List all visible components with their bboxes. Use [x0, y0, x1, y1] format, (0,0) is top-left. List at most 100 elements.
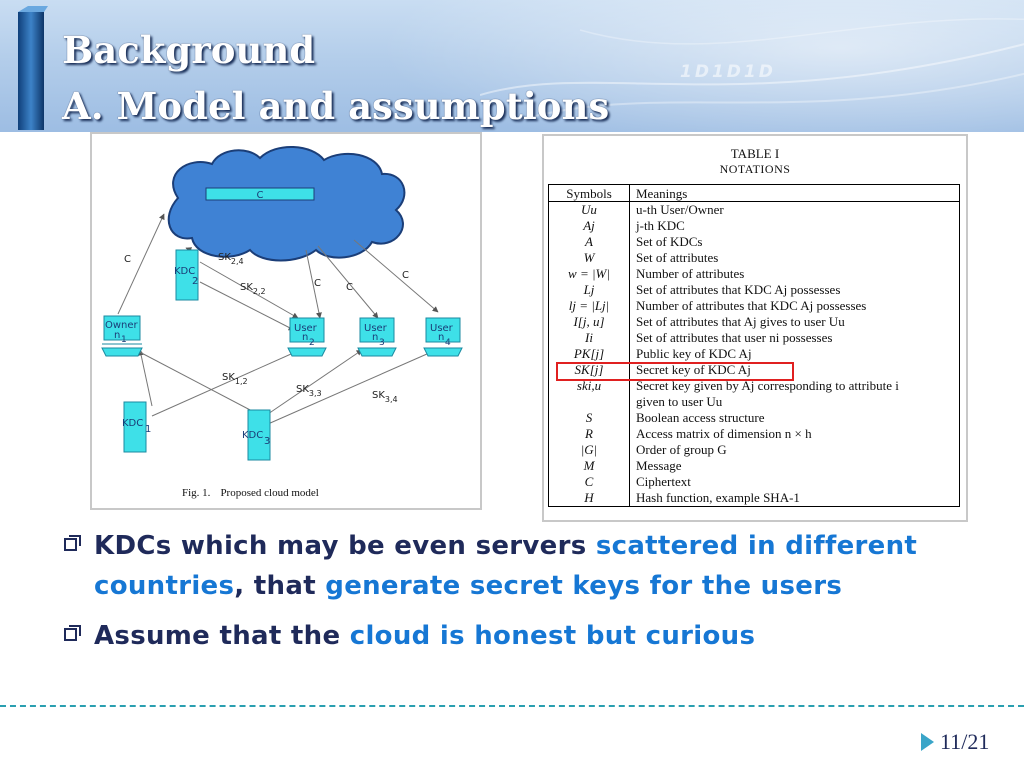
figure-arrows	[117, 213, 439, 425]
meaning-cell: Order of group G	[636, 442, 727, 457]
figure-caption: Fig. 1.Proposed cloud model	[182, 487, 319, 499]
kdc1-label: KDC	[122, 418, 143, 429]
meaning-cell: Public key of KDC Aj	[636, 346, 752, 361]
kdc2-node	[175, 249, 199, 301]
header-meanings: Meanings	[629, 184, 960, 202]
edge-c-user2: C	[314, 278, 321, 289]
symbol-cell: lj = |Lj|	[548, 298, 630, 314]
meaning-cell: Number of attributes	[636, 266, 745, 281]
user3-node	[357, 317, 397, 357]
checkbox-bullet-icon	[64, 535, 81, 551]
symbol-cell	[548, 394, 630, 410]
bullet-list: KDCs which may be even servers scattered…	[60, 526, 940, 656]
page-current: 11	[940, 729, 962, 754]
kdc1-node	[123, 401, 147, 453]
symbol-cell: ski,u	[548, 378, 630, 394]
ciphertext-label: C	[257, 190, 264, 201]
user4-n: n	[438, 332, 444, 343]
table-row: I[j, u]Set of attributes that Aj gives t…	[548, 314, 960, 330]
meaning-cell: given to user Uu	[636, 394, 723, 409]
slide-header: 1D1D1D Background A. Model and assumptio…	[0, 0, 1024, 132]
table-row: W Set of attributes	[548, 250, 960, 266]
symbol-cell: M	[548, 458, 630, 474]
table-header-row: Symbols Meanings	[548, 184, 960, 202]
symbol-cell: W	[548, 250, 630, 266]
table-row: R Access matrix of dimension n × h	[548, 426, 960, 442]
user4-label: User	[430, 323, 454, 334]
bullet-1-text-2: , that	[234, 571, 326, 601]
table-row: given to user Uu	[548, 394, 960, 410]
edge-sk-1-2: SK1,2	[222, 372, 248, 386]
bullet-1-highlight-1: scattered in different countries	[94, 531, 918, 601]
symbol-cell: R	[548, 426, 630, 442]
ciphertext-box	[205, 187, 315, 201]
table-row: SK[j]Secret key of KDC Aj	[548, 362, 960, 378]
meaning-cell: Set of attributes	[636, 250, 719, 265]
edge-c-user3: C	[346, 282, 353, 293]
page-total: 21	[967, 729, 990, 754]
header-wave-decoration	[480, 18, 1024, 121]
bullet-1-text-1: KDCs which may be even servers	[94, 531, 596, 561]
edge-labels: C C C C SK2,4 SK2,2 SK1,2 SK3,3 SK3,4	[124, 252, 409, 404]
table-caption-subtitle: NOTATIONS	[719, 162, 791, 176]
secret-key-highlight-box	[556, 362, 794, 381]
footer-divider	[0, 705, 1024, 707]
edge-sk-3-4: SK3,4	[372, 390, 398, 404]
play-triangle-icon	[921, 733, 934, 751]
user2-label: User	[294, 323, 318, 334]
meaning-cell: Access matrix of dimension n × h	[636, 426, 812, 441]
symbol-cell: PK[j]	[548, 346, 630, 362]
owner-node	[101, 315, 143, 357]
meaning-cell: Boolean access structure	[636, 410, 765, 425]
cloud-shape	[167, 145, 406, 262]
owner-label: Owner	[105, 320, 139, 331]
owner-n: n	[114, 330, 120, 341]
meaning-cell: Set of attributes that KDC Aj possesses	[636, 282, 841, 297]
symbol-cell: A	[548, 234, 630, 250]
binary-watermark: 1D1D1D	[680, 62, 776, 82]
user2-n: n	[302, 332, 308, 343]
header-pillar-decoration	[18, 6, 48, 130]
bullet-1-highlight-2: generate secret keys for the users	[325, 571, 843, 601]
user2-index: 2	[309, 338, 315, 348]
edge-c-owner: C	[124, 254, 131, 265]
cloud-model-diagram: C KDC 2 KDC 1 KDC 3 Owner	[101, 145, 463, 499]
slide-subtitle: A. Model and assumptions	[62, 84, 610, 128]
meaning-cell: Hash function, example SHA-1	[636, 490, 800, 505]
table-caption: TABLE I	[730, 146, 780, 161]
meaning-cell: Ciphertext	[636, 474, 691, 489]
user4-index: 4	[445, 338, 451, 348]
edge-sk-2-4: SK2,4	[218, 252, 244, 266]
table-row: lj = |Lj| Number of attributes that KDC A…	[548, 298, 960, 314]
bullet-2-highlight-1: cloud is honest but curious	[349, 621, 756, 651]
checkbox-bullet-icon	[64, 625, 81, 641]
page-number: 11/21	[940, 729, 989, 755]
owner-index: 1	[121, 335, 127, 345]
table-row: A Set of KDCs	[548, 234, 960, 250]
table-row: ski,u Secret key given by Aj correspondin…	[548, 378, 960, 394]
user2-node	[287, 317, 327, 357]
meaning-cell: Number of attributes that KDC Aj possess…	[636, 298, 867, 313]
slide-title: Background	[62, 28, 316, 72]
header-symbols: Symbols	[548, 184, 630, 202]
kdc2-index: 2	[192, 276, 198, 287]
table-row: |G|Order of group G	[548, 442, 960, 458]
table-row: PK[j] Public key of KDC Aj	[548, 346, 960, 362]
meaning-cell: Set of attributes that user ni possesses	[636, 330, 833, 345]
meaning-cell: Message	[636, 458, 682, 473]
bullet-item-1: KDCs which may be even servers scattered…	[60, 526, 940, 606]
kdc2-label: KDC	[174, 266, 195, 277]
user4-node	[423, 317, 463, 357]
kdc3-node	[247, 409, 271, 461]
meaning-cell: Secret key given by Aj corresponding to …	[636, 378, 899, 393]
symbol-cell: w = |W|	[548, 266, 630, 282]
meaning-cell: Set of KDCs	[636, 234, 703, 249]
symbol-cell: I[j, u]	[548, 314, 630, 330]
table-row: w = |W| Number of attributes	[548, 266, 960, 282]
header-sheen	[300, 0, 1024, 132]
symbol-cell: Uu	[548, 201, 630, 218]
